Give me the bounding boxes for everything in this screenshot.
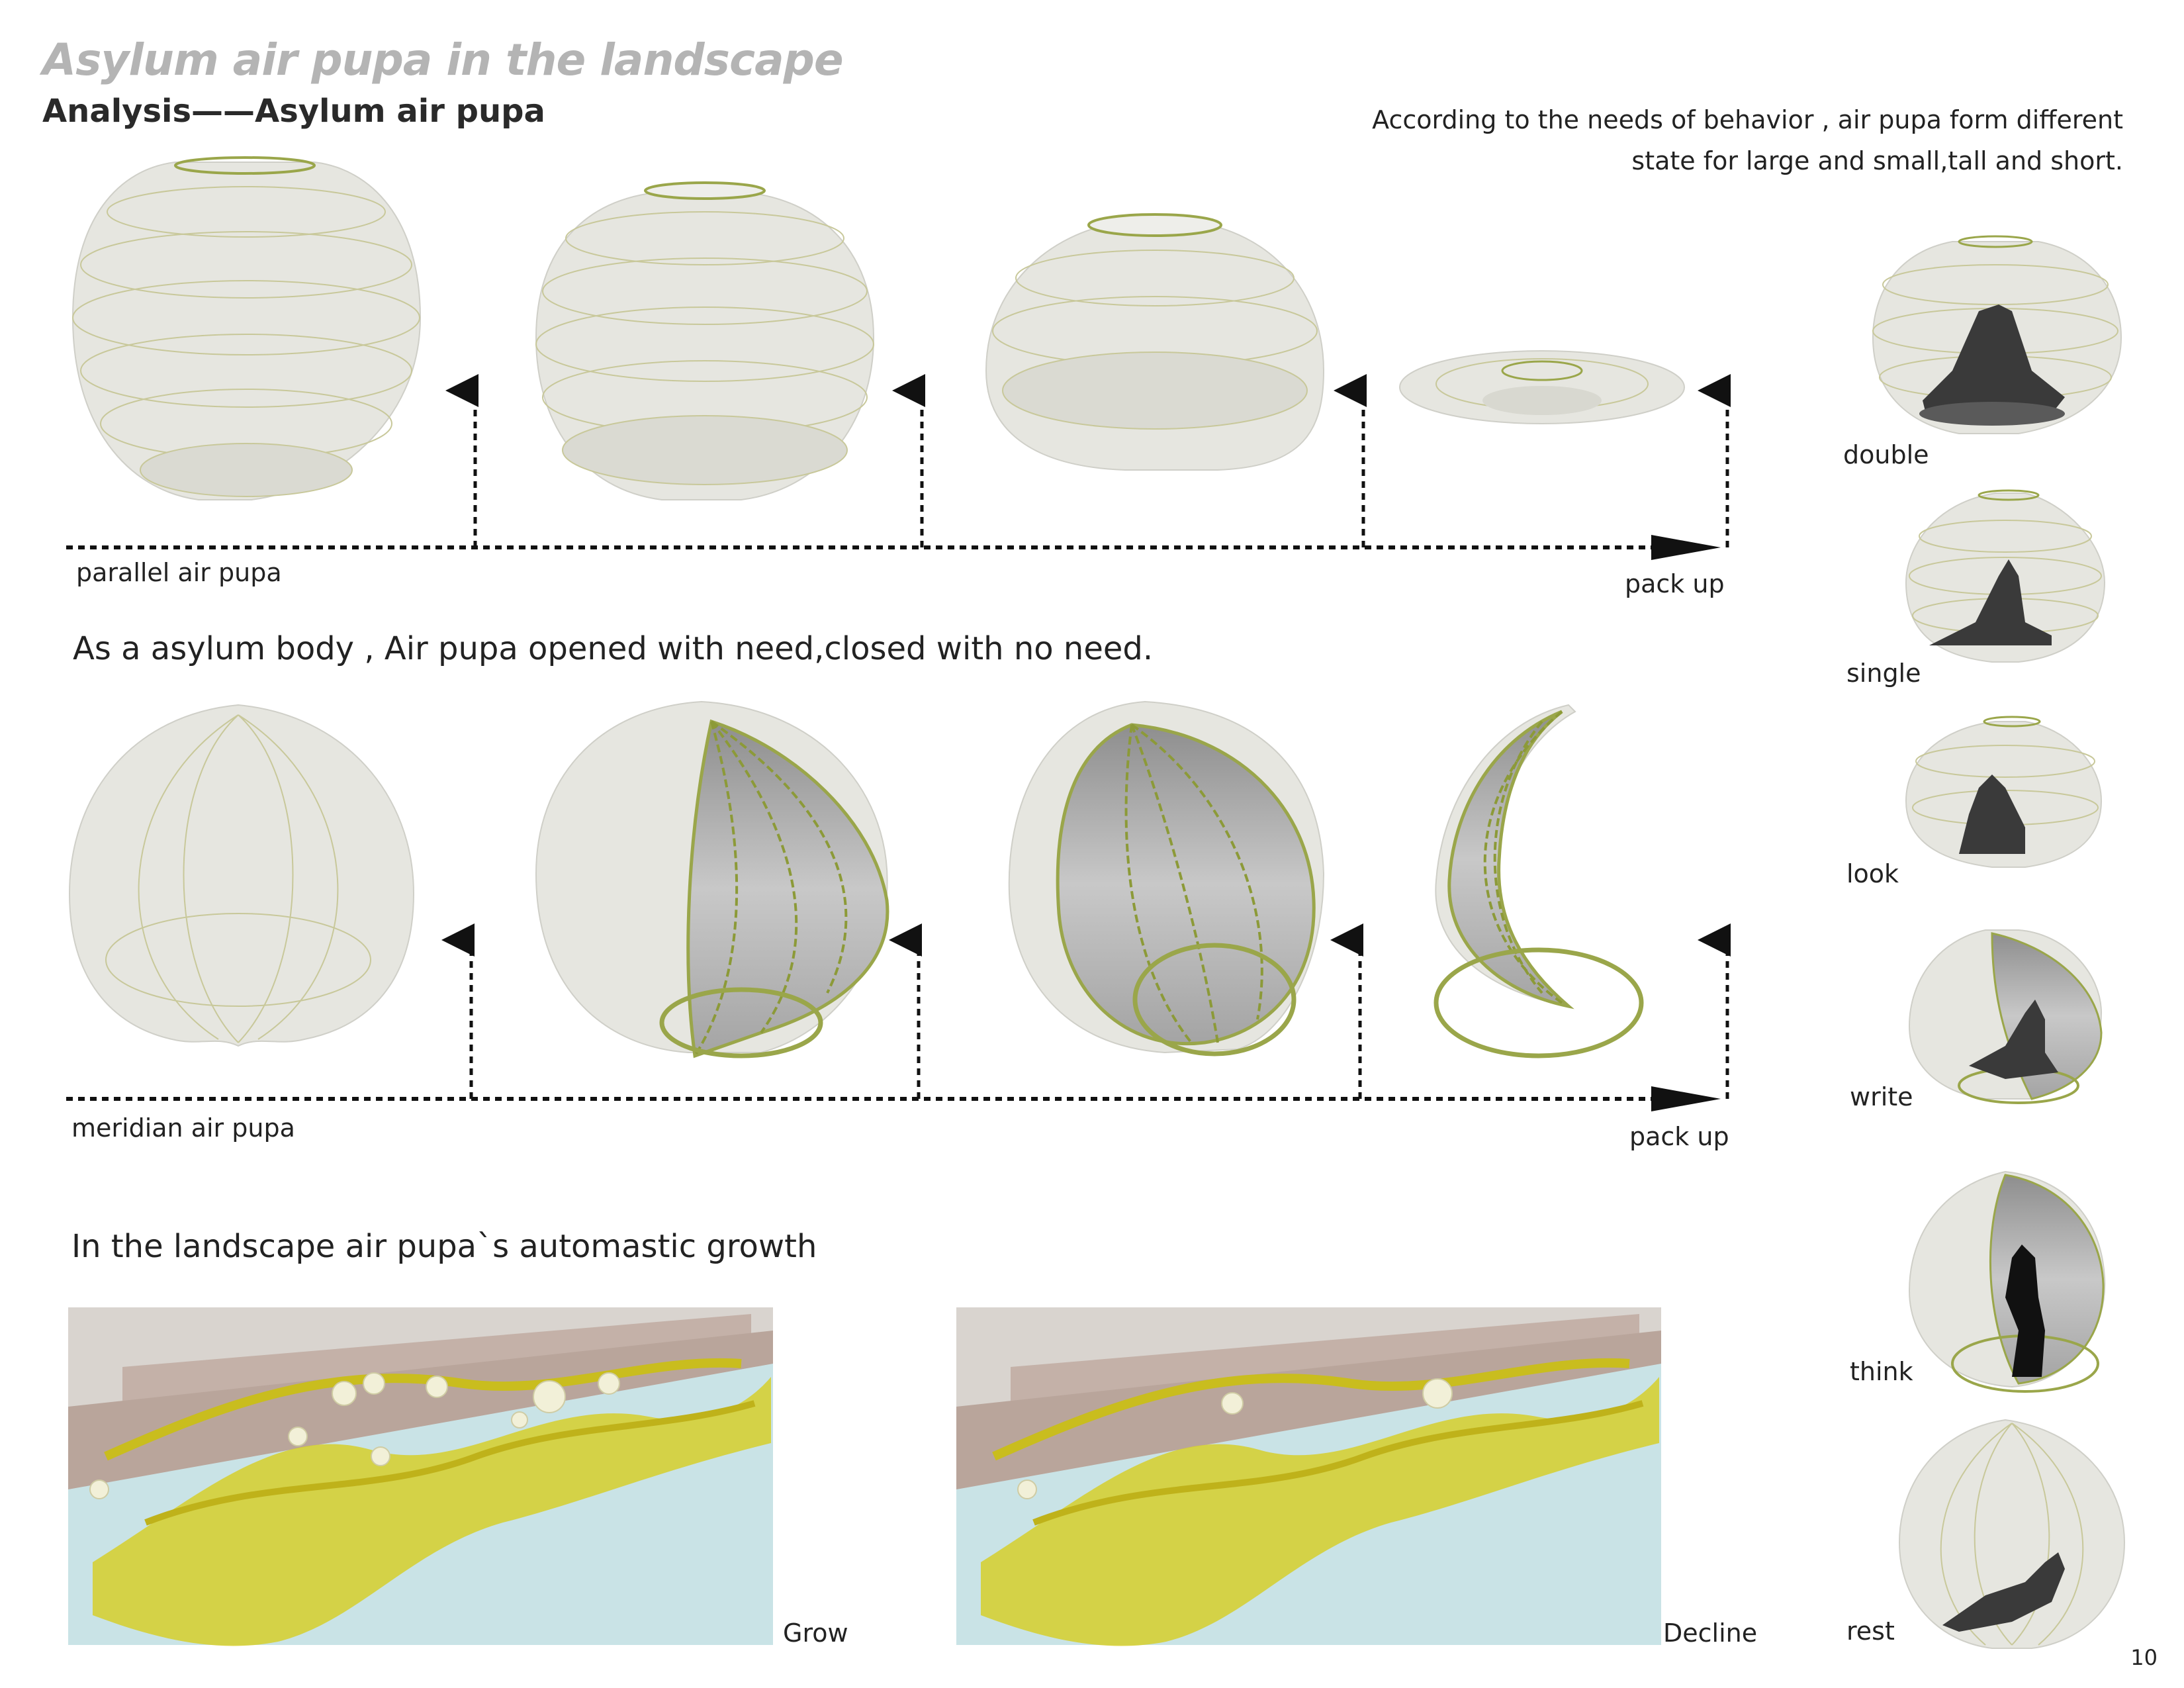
meridian-pupa-3 <box>1008 700 1325 1056</box>
page-subtitle: Analysis——Asylum air pupa <box>42 93 545 130</box>
page-title: Asylum air pupa in the landscape <box>42 34 844 85</box>
parallel-pupa-4-packed <box>1399 350 1685 424</box>
meridian-start-label: meridian air pupa <box>71 1113 295 1143</box>
parallel-pupa-1 <box>71 156 422 500</box>
landscape-render-decline <box>956 1307 1661 1646</box>
meridian-pupa-1 <box>68 704 415 1047</box>
meridian-end-label: pack up <box>1629 1122 1729 1151</box>
meridian-timeline <box>66 923 1731 1111</box>
description: According to the needs of behavior , air… <box>1372 99 2123 181</box>
state-figure-double <box>1872 235 2122 434</box>
state-label-look: look <box>1846 859 1899 888</box>
landscape-render-grow <box>68 1307 773 1646</box>
state-label-single: single <box>1846 659 1921 688</box>
meridian-pupa-4-packed <box>1433 704 1644 1058</box>
decline-label: Decline <box>1663 1618 1758 1648</box>
landscape-heading: In the landscape air pupa`s automastic g… <box>71 1228 817 1265</box>
state-label-rest: rest <box>1846 1617 1895 1646</box>
state-label-write: write <box>1850 1082 1913 1111</box>
meridian-heading: As a asylum body , Air pupa opened with … <box>73 630 1154 667</box>
parallel-end-label: pack up <box>1625 569 1725 598</box>
parallel-start-label: parallel air pupa <box>76 558 282 587</box>
state-figure-look <box>1905 716 2103 868</box>
state-label-double: double <box>1843 440 1929 469</box>
parallel-timeline <box>66 374 1731 560</box>
state-figure-write <box>1908 929 2103 1104</box>
grow-label: Grow <box>783 1618 848 1648</box>
parallel-pupa-2 <box>535 181 875 500</box>
description-line: state for large and small,tall and short… <box>1631 146 2123 175</box>
state-label-think: think <box>1850 1357 1913 1386</box>
meridian-pupa-2 <box>535 700 889 1058</box>
state-figure-single <box>1905 489 2106 663</box>
parallel-pupa-3 <box>985 213 1325 471</box>
page-number: 10 <box>2130 1645 2158 1670</box>
state-figure-rest <box>1898 1419 2126 1649</box>
state-figure-think <box>1908 1170 2106 1393</box>
description-line: According to the needs of behavior , air… <box>1372 105 2123 134</box>
